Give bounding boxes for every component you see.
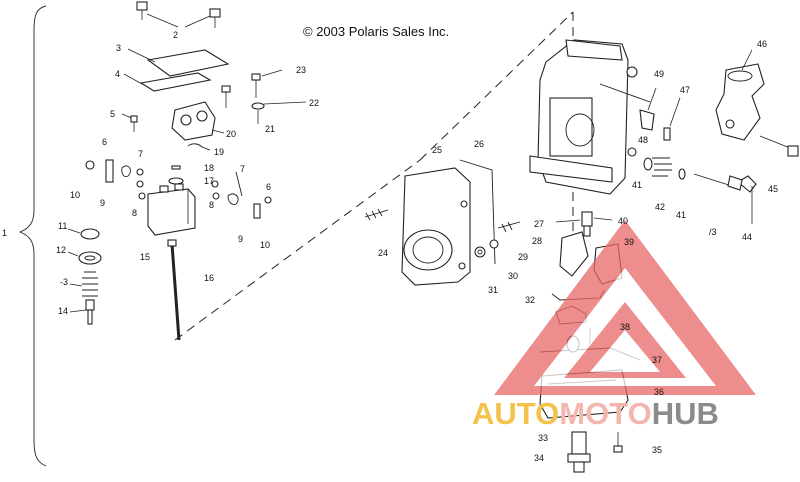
callout-9b: 9 <box>238 234 243 244</box>
ring-17 <box>168 177 184 185</box>
callout-37: 37 <box>652 355 662 365</box>
clip <box>187 143 211 151</box>
assembly-brace <box>18 5 47 467</box>
callout-48: 48 <box>638 135 648 145</box>
callout-33: 33 <box>538 433 548 443</box>
callout-31: 31 <box>488 285 498 295</box>
callout-5: 5 <box>110 109 115 119</box>
pin-18 <box>171 165 181 170</box>
left-hardware-group <box>85 159 146 200</box>
callout-18: 18 <box>204 163 214 173</box>
watermark-text: AUTOMOTOHUB <box>472 396 719 432</box>
left-stack <box>67 228 102 325</box>
callout-3: 3 <box>116 43 121 53</box>
callout-44: 44 <box>742 232 752 242</box>
callout-24: 24 <box>378 248 388 258</box>
callout-23: 23 <box>296 65 306 75</box>
callout-11: 11 <box>58 221 67 231</box>
main-jet-fittings <box>555 211 613 237</box>
callout-41b: 41 <box>676 210 686 220</box>
callout-35: 35 <box>652 445 662 455</box>
callout-1: 1 <box>2 228 7 238</box>
carburetor-body <box>529 39 651 195</box>
callout-42: 42 <box>655 202 665 212</box>
callout-9a: 9 <box>100 198 105 208</box>
callout-47: 47 <box>680 85 690 95</box>
callout-4: 4 <box>115 69 120 79</box>
callout-16: 16 <box>204 273 214 283</box>
callout-14: 14 <box>58 306 68 316</box>
callout-7a: 7 <box>138 149 143 159</box>
top-bracket <box>171 101 225 141</box>
callout-2: 2 <box>173 30 178 40</box>
gasket-plates <box>123 48 230 92</box>
watermark-moto: MOTO <box>559 396 652 431</box>
callout-15: 15 <box>140 252 150 262</box>
callout-34: 34 <box>534 453 544 463</box>
top-cover <box>715 49 765 141</box>
pilot-screw-set <box>643 157 743 191</box>
gasket-26 <box>459 159 496 265</box>
watermark-auto: AUTO <box>472 396 560 431</box>
callout-25: 25 <box>432 145 442 155</box>
watermark-hub: HUB <box>651 396 719 431</box>
intake-adapter <box>401 167 471 286</box>
callout-19: 19 <box>214 147 224 157</box>
callout-22: 22 <box>309 98 319 108</box>
callout-38: 38 <box>620 322 630 332</box>
callout-26: 26 <box>474 139 484 149</box>
drain-fittings <box>567 431 623 473</box>
callout-39: 39 <box>624 237 634 247</box>
callout-36: 36 <box>654 387 664 397</box>
callout-10a: 10 <box>70 190 80 200</box>
float-fittings <box>627 87 681 157</box>
callout-43: /3 <box>709 227 717 237</box>
callout-40: 40 <box>618 216 628 226</box>
watermark-logo <box>494 220 756 395</box>
callout-8b: 8 <box>209 200 214 210</box>
callout-13: -3 <box>60 277 68 287</box>
right-hardware-group <box>211 171 272 219</box>
callout-21: 21 <box>265 124 275 134</box>
callout-41a: 41 <box>632 180 642 190</box>
callout-45: 45 <box>768 184 778 194</box>
slide-valve <box>147 183 196 236</box>
copyright-notice: © 2003 Polaris Sales Inc. <box>303 24 450 39</box>
cover-screws <box>221 69 307 124</box>
callout-27: 27 <box>534 219 544 229</box>
dashed-section-line <box>174 11 574 341</box>
callout-8a: 8 <box>132 208 137 218</box>
callout-7b: 7 <box>240 164 245 174</box>
small-screw <box>121 113 138 132</box>
idle-screw-assembly <box>737 135 799 224</box>
spring-24 <box>364 208 389 221</box>
callout-6a: 6 <box>102 137 107 147</box>
callout-30: 30 <box>508 271 518 281</box>
callout-49: 49 <box>654 69 664 79</box>
callout-46: 46 <box>757 39 767 49</box>
callout-20: 20 <box>226 129 236 139</box>
callout-12: 12 <box>56 245 66 255</box>
callout-28: 28 <box>532 236 542 246</box>
adapter-hardware <box>474 221 521 258</box>
screw-pair <box>136 1 221 28</box>
jet-needle <box>167 239 181 341</box>
callout-32: 32 <box>525 295 535 305</box>
callout-6b: 6 <box>266 182 271 192</box>
callout-17: 17 <box>204 176 214 186</box>
callout-29: 29 <box>518 252 528 262</box>
callout-10b: 10 <box>260 240 270 250</box>
